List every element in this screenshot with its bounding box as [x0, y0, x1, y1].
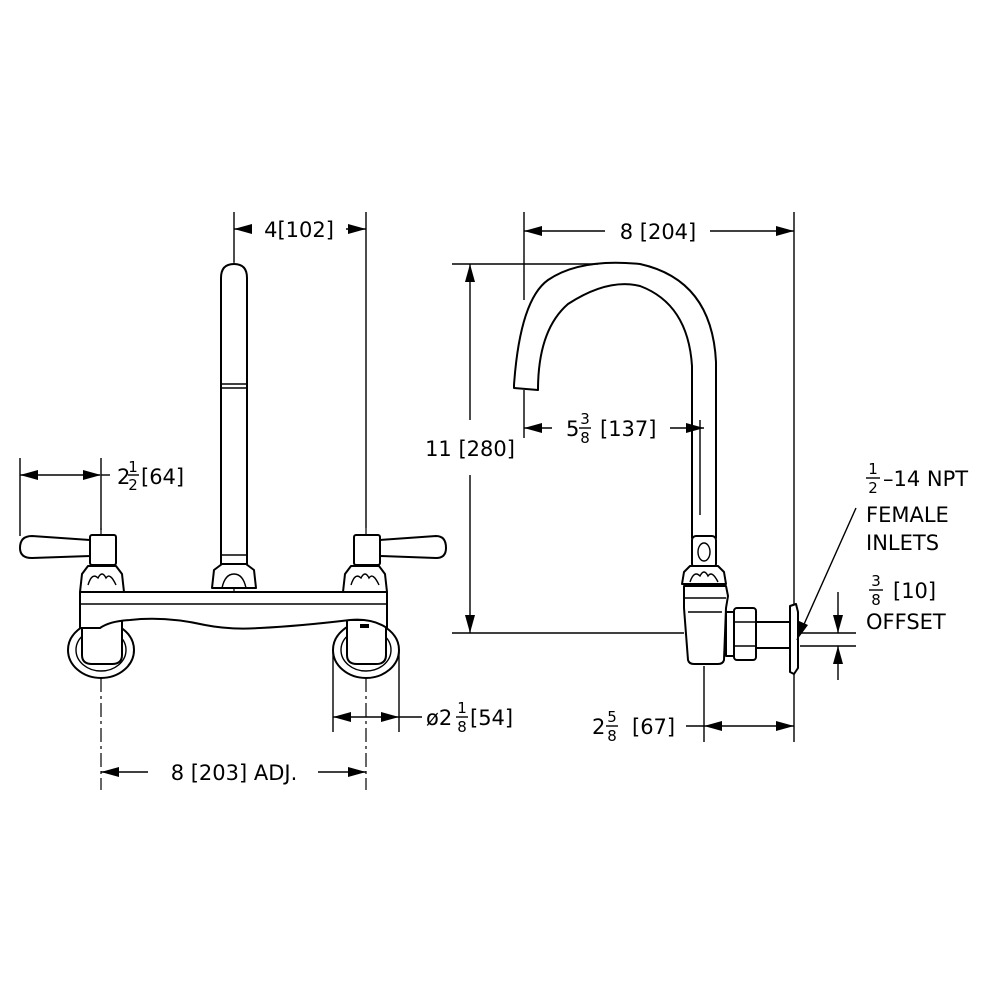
- dimension-spout-height: 11 [280]: [425, 263, 684, 634]
- spout-reach-label: 8 [204]: [620, 220, 697, 244]
- inlets-thread-spec: –14 NPT: [883, 467, 968, 491]
- flange-diameter-metric: [54]: [470, 706, 513, 730]
- dimension-offset: 3 8 [10] OFFSET: [800, 572, 946, 680]
- flange-diameter-denominator: 8: [457, 718, 467, 736]
- dimension-centers: 8 [203] ADJ.: [101, 761, 366, 785]
- flange-diameter-numerator: 1: [457, 699, 467, 717]
- dimension-handle-reach: 2 1 2 [64]: [19, 458, 184, 536]
- spout-tip-metric: [137]: [600, 417, 656, 441]
- hot-indicator-mark: [360, 624, 369, 628]
- left-inlet-shank: [81, 619, 123, 665]
- spout-tip-whole: 5: [566, 417, 579, 441]
- inlets-numerator: 1: [868, 460, 878, 478]
- spout-tube: [220, 263, 248, 566]
- inlets-line3: INLETS: [866, 531, 939, 555]
- dimension-flange-diameter: ø2 1 8 [54]: [332, 652, 513, 736]
- right-valve-bonnet: [342, 534, 388, 593]
- spout-joint: [691, 535, 717, 569]
- handle-reach-whole: 2: [117, 465, 130, 489]
- inlets-denominator: 2: [868, 479, 878, 497]
- depth-whole: 2: [592, 715, 605, 739]
- flange-diameter-prefix: ø2: [426, 706, 452, 730]
- left-valve-bonnet: [79, 534, 125, 593]
- right-inlet-shank: [346, 619, 387, 665]
- wall-flange-side: [789, 603, 799, 675]
- inlet-coupling: [725, 611, 735, 657]
- dimension-depth: 2 5 8 [67]: [592, 666, 795, 745]
- dimension-spout-reach: 8 [204]: [523, 212, 795, 604]
- offset-denominator: 8: [871, 591, 881, 609]
- side-body: [683, 585, 729, 665]
- dimension-spout-offset: 4[102]: [233, 212, 367, 528]
- depth-denominator: 8: [607, 727, 617, 745]
- handle-reach-numerator: 1: [128, 458, 138, 476]
- spout-height-label: 11 [280]: [425, 437, 515, 461]
- handle-reach-denominator: 2: [128, 476, 138, 494]
- depth-numerator: 5: [607, 708, 617, 726]
- side-nut: [681, 565, 727, 585]
- depth-metric: [67]: [632, 715, 675, 739]
- left-lever-handle: [19, 535, 91, 559]
- dimension-spout-tip: 5 3 8 [137]: [523, 390, 704, 447]
- handle-reach-metric: [64]: [141, 465, 184, 489]
- inlet-nut: [733, 607, 757, 661]
- spout-nut: [211, 563, 257, 589]
- right-lever-handle: [379, 535, 447, 559]
- offset-metric: [10]: [893, 579, 936, 603]
- spout-tip-denominator: 8: [580, 429, 590, 447]
- gooseneck-spout: [513, 261, 717, 539]
- spout-offset-label: 4[102]: [264, 218, 334, 242]
- spout-tip-numerator: 3: [580, 410, 590, 428]
- inlets-line2: FEMALE: [866, 503, 949, 527]
- inlet-stem: [755, 621, 791, 649]
- side-view: [513, 261, 799, 675]
- offset-numerator: 3: [871, 572, 881, 590]
- centers-label: 8 [203] ADJ.: [171, 761, 298, 785]
- note-inlets: 1 2 –14 NPT FEMALE INLETS: [796, 460, 968, 641]
- offset-label: OFFSET: [866, 610, 946, 634]
- front-view: [19, 262, 447, 790]
- faucet-body: [79, 591, 388, 630]
